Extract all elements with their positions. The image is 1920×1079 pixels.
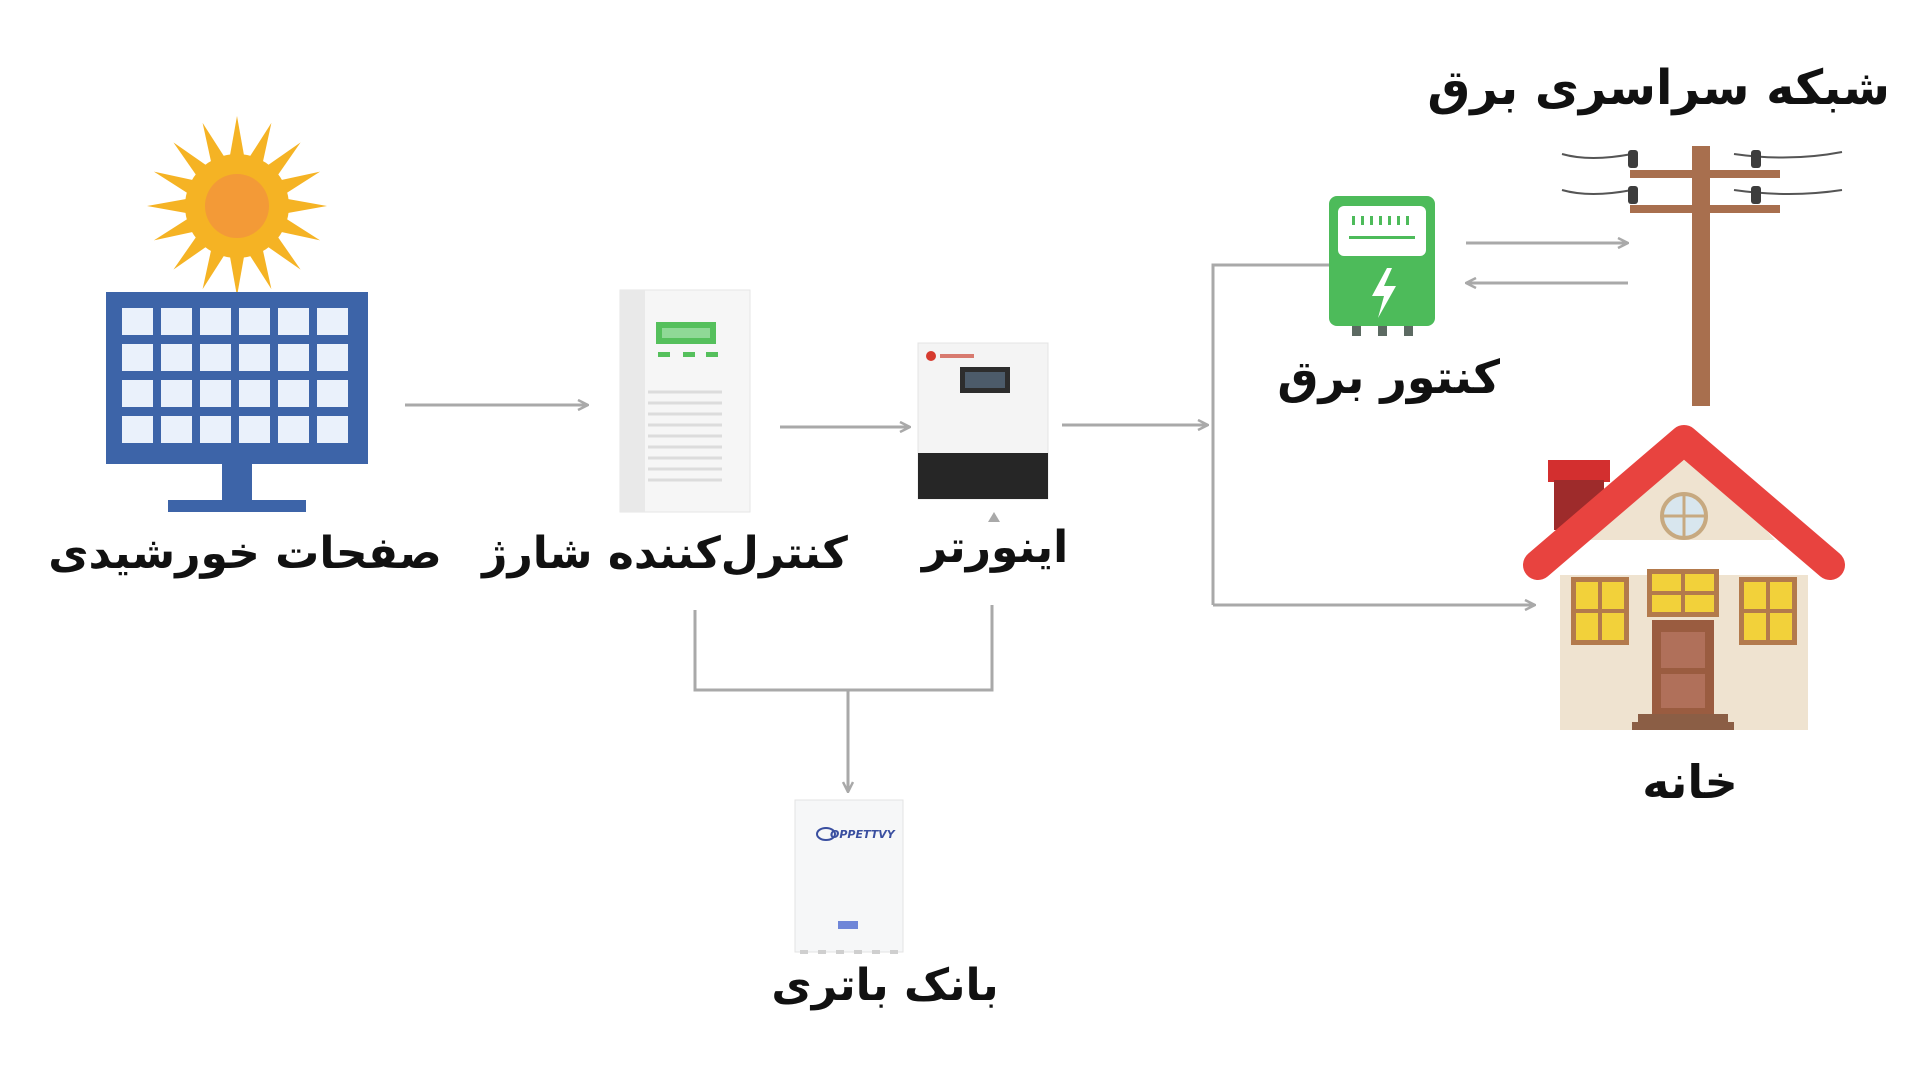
solar-panel-icon: [106, 292, 368, 512]
battery-bank-label: بانک باتری: [771, 960, 999, 1011]
inverter-caret-icon: [988, 512, 1000, 522]
battery-brand-logo: OPPETTVY: [830, 828, 896, 841]
electric-meter-icon: [1329, 196, 1435, 336]
inverter-label: اینورتر: [921, 522, 1069, 573]
solar-panel-label: صفحات خورشیدی: [48, 528, 442, 579]
home-icon: [1523, 425, 1845, 730]
sun-icon: [147, 116, 327, 296]
power-grid-label: شبکه سراسری برق: [1427, 60, 1890, 116]
charge-controller-icon: [619, 289, 751, 513]
inverter-icon: [917, 342, 1049, 500]
line-junction-to-meter: [1211, 263, 1330, 605]
battery-bank-icon: OPPETTVY: [794, 799, 904, 954]
connector-lines: [405, 243, 1628, 792]
line-controller-inverter-to-battery: [693, 605, 994, 692]
power-pole-icon: [1561, 146, 1843, 406]
electric-meter-label: کنتور برق: [1277, 350, 1500, 404]
charge-controller-label: کنترل‌کننده شارژ: [482, 528, 848, 579]
home-label: خانه: [1642, 755, 1738, 809]
